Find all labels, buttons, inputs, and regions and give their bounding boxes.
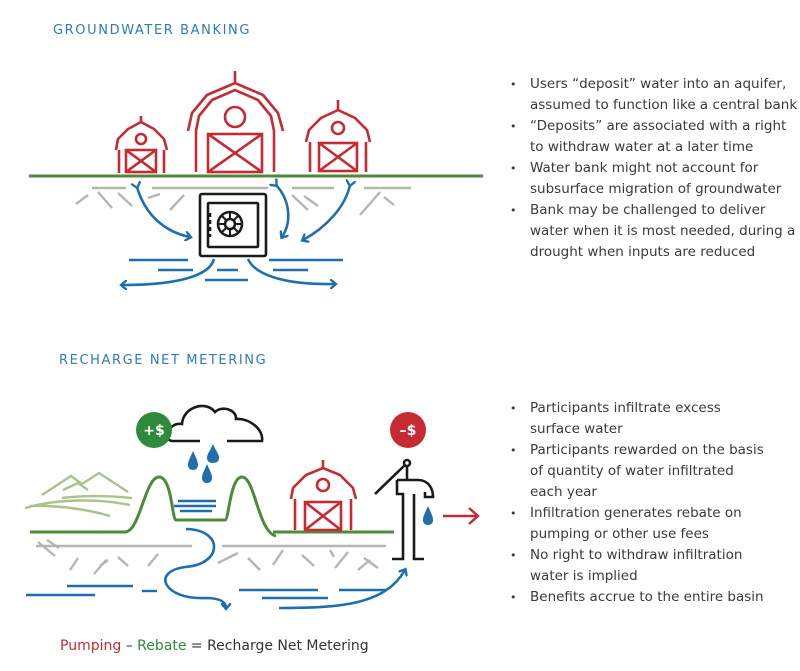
groundwater-banking-bullets: Users “deposit” water into an aquifer, a… bbox=[508, 74, 800, 263]
fee-badge: –$ bbox=[390, 412, 426, 448]
net-metering-formula: Pumping – Rebate = Recharge Net Metering bbox=[60, 638, 369, 654]
bullet-item: Water bank might not account for subsurf… bbox=[508, 158, 800, 200]
recharge-net-metering-illustration: +$ bbox=[24, 404, 480, 608]
bullet-item: Infiltration generates rebate on pumping… bbox=[508, 503, 768, 545]
bullet-item: Participants infiltrate excess surface w… bbox=[508, 398, 768, 440]
groundwater-banking-illustration bbox=[29, 71, 483, 285]
water-lines bbox=[129, 258, 343, 282]
water-lines bbox=[26, 584, 386, 600]
raindrop-icon bbox=[188, 444, 219, 483]
safe-icon bbox=[198, 192, 268, 258]
barn-icon bbox=[114, 116, 169, 174]
formula-result: Recharge Net Metering bbox=[207, 638, 369, 654]
formula-equals: = bbox=[186, 638, 208, 654]
section-title-recharge-net-metering: RECHARGE NET METERING bbox=[59, 353, 268, 368]
raindrop-icon bbox=[423, 506, 433, 525]
barn-icon bbox=[304, 100, 372, 173]
pond-water bbox=[174, 499, 216, 513]
ground-line bbox=[30, 475, 277, 538]
bullet-item: Users “deposit” water into an aquifer, a… bbox=[508, 74, 800, 116]
bullet-item: “Deposits” are associated with a right t… bbox=[508, 116, 800, 158]
cloud-icon bbox=[166, 404, 264, 443]
bullet-item: Participants rewarded on the basis of qu… bbox=[508, 440, 768, 503]
formula-rebate: Rebate bbox=[137, 638, 187, 654]
arrow-right-icon bbox=[443, 507, 480, 525]
bullet-item: Benefits accrue to the entire basin bbox=[508, 587, 768, 608]
soil-hatching bbox=[75, 186, 411, 216]
rebate-badge: +$ bbox=[136, 412, 172, 448]
infiltration-flow-arrow bbox=[164, 527, 405, 608]
svg-text:–$: –$ bbox=[400, 423, 417, 439]
hand-pump-icon bbox=[374, 458, 435, 561]
formula-minus: – bbox=[121, 638, 138, 654]
mountains-icon bbox=[24, 471, 133, 518]
barn-icon bbox=[289, 460, 358, 532]
section-title-groundwater-banking: GROUNDWATER BANKING bbox=[53, 23, 252, 38]
bullet-item: Bank may be challenged to deliver water … bbox=[508, 200, 800, 263]
bullet-item: No right to withdraw infiltration water … bbox=[508, 545, 768, 587]
barn-icon bbox=[186, 71, 285, 174]
two-way-arrow-icon bbox=[122, 185, 350, 285]
formula-pumping: Pumping bbox=[60, 638, 122, 654]
soil-hatching bbox=[36, 539, 386, 575]
recharge-net-metering-bullets: Participants infiltrate excess surface w… bbox=[508, 398, 768, 608]
svg-text:+$: +$ bbox=[143, 423, 164, 439]
